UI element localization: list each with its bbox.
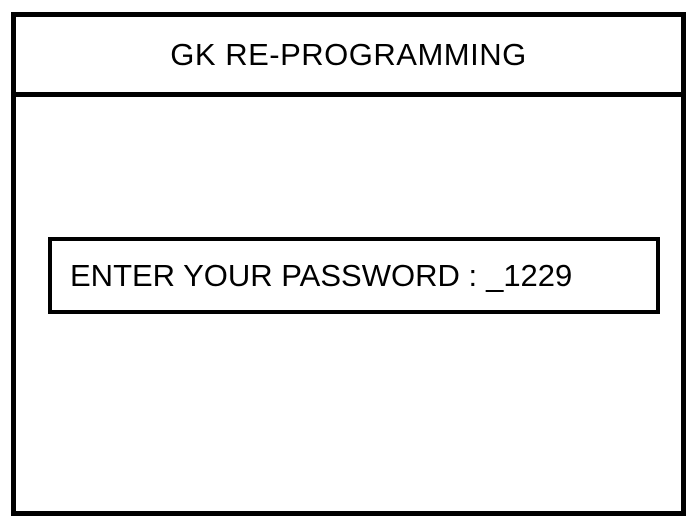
window-content: ENTER YOUR PASSWORD : _1229	[16, 97, 681, 511]
password-input-box[interactable]: ENTER YOUR PASSWORD : _1229	[48, 237, 660, 314]
password-entry-value[interactable]: _1229	[486, 257, 573, 293]
title-bar: GK RE-PROGRAMMING	[16, 17, 681, 97]
password-prompt-label: ENTER YOUR PASSWORD :	[70, 257, 478, 293]
window-title: GK RE-PROGRAMMING	[170, 36, 527, 72]
password-prompt-line: ENTER YOUR PASSWORD : _1229	[70, 258, 572, 294]
gk-reprogramming-window: GK RE-PROGRAMMING ENTER YOUR PASSWORD : …	[11, 12, 686, 516]
